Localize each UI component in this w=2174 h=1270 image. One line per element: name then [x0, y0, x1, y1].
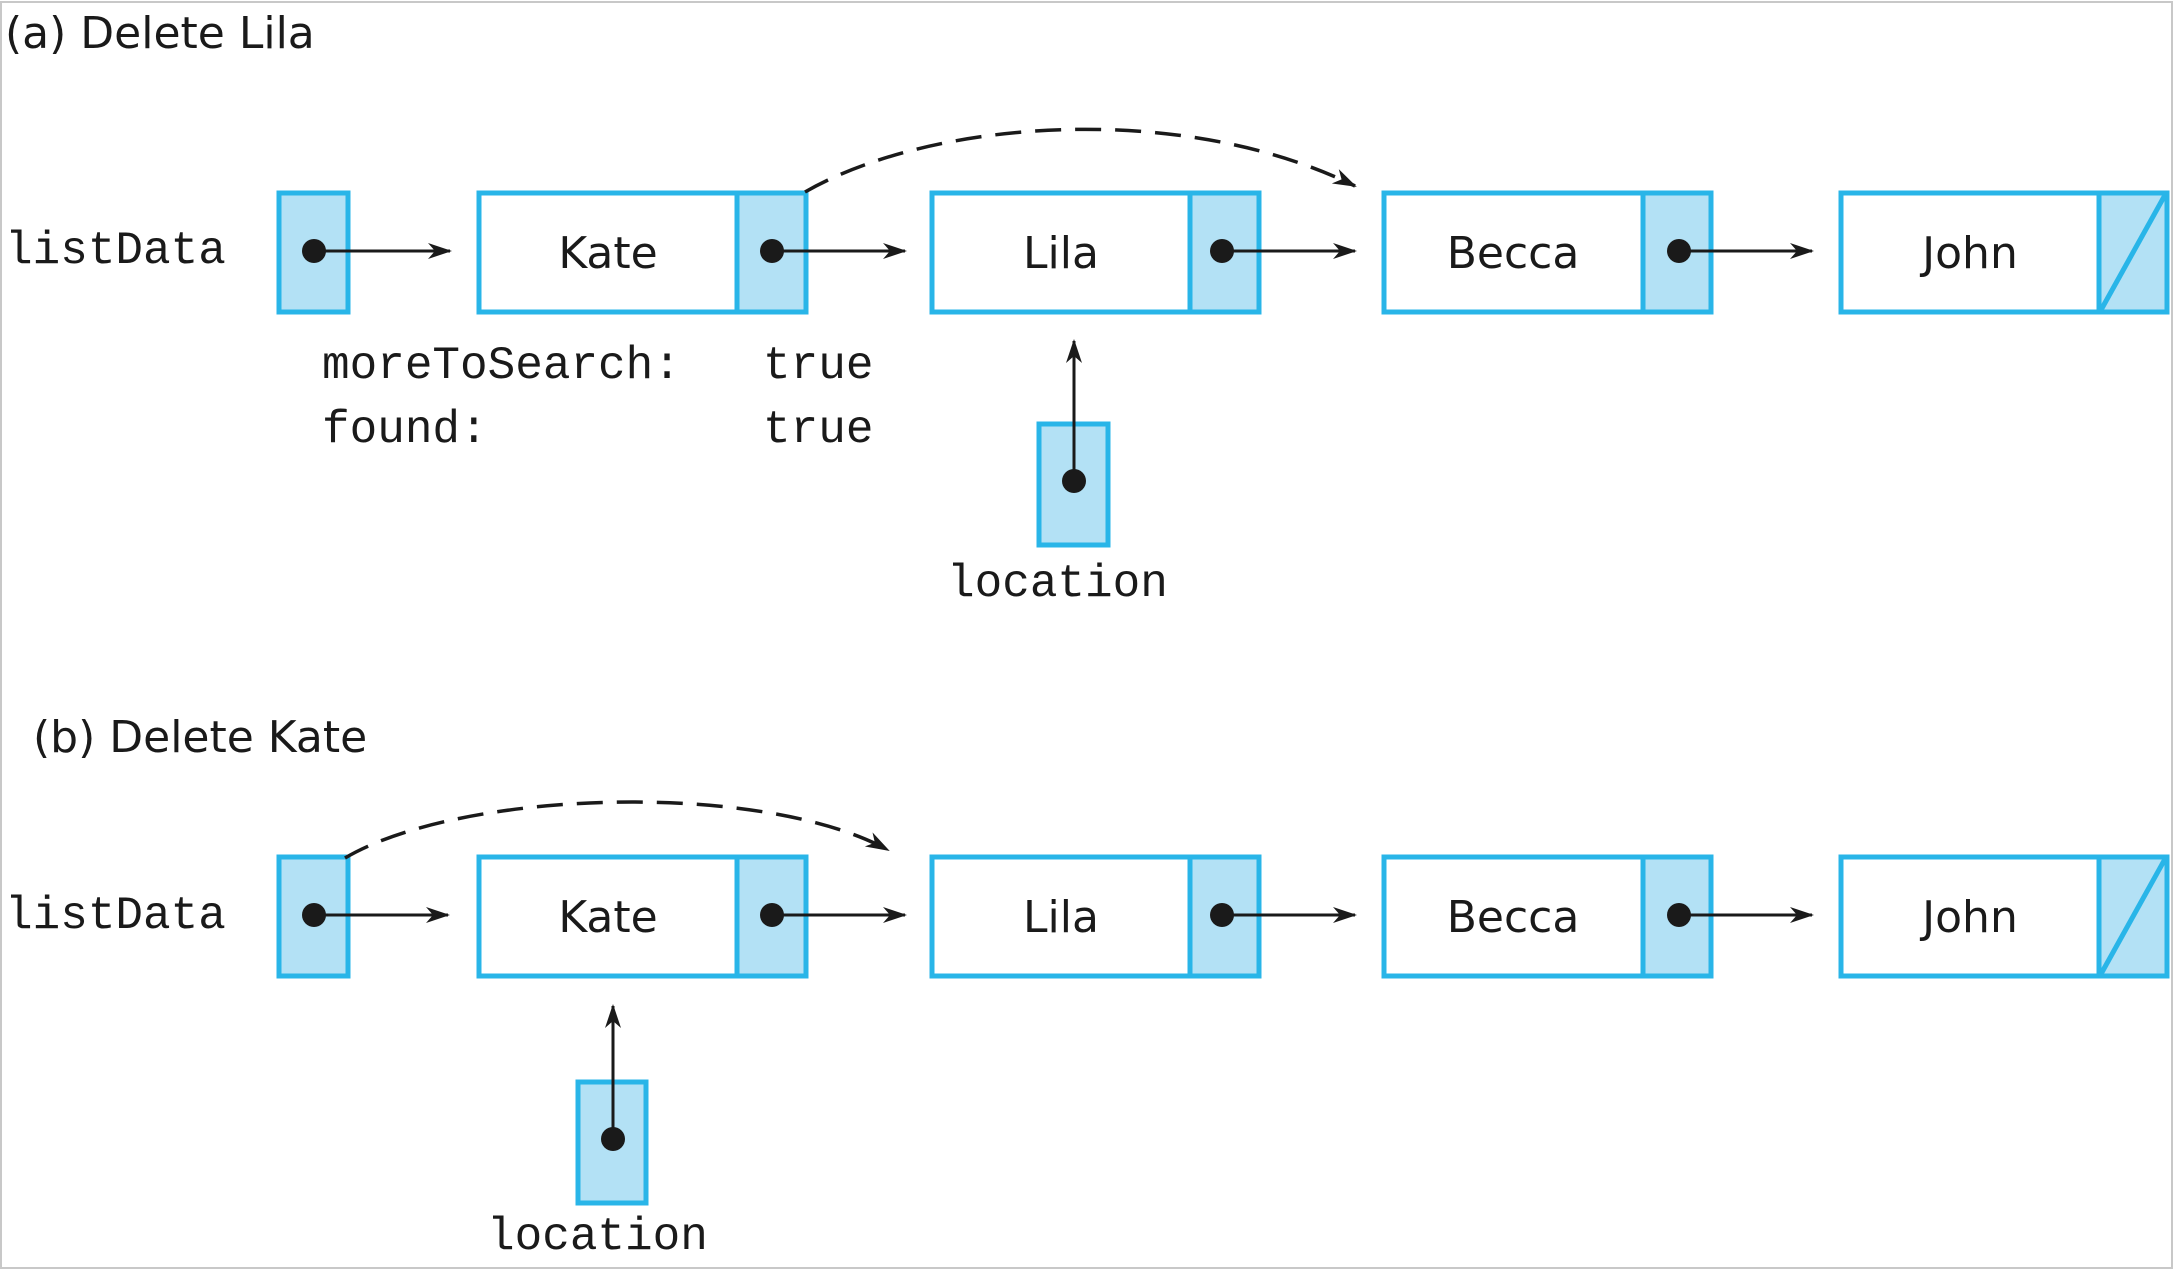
- null-slash: [2098, 193, 2168, 312]
- node-info-text: John: [1919, 228, 2018, 279]
- list-head-label: listData: [5, 890, 226, 942]
- list-node-lila: Lila: [929, 190, 1357, 315]
- list-node-john: John: [1838, 190, 2170, 315]
- node-info-text: Becca: [1447, 228, 1580, 279]
- status-name: found:: [322, 404, 488, 456]
- panel-a-title: (a) Delete Lila: [5, 8, 315, 59]
- panel-b: (b) Delete Kate listData Kate Lila Becca: [5, 712, 2170, 1263]
- status-value: true: [763, 340, 873, 392]
- node-info-text: Lila: [1023, 228, 1099, 279]
- node-info-box: [929, 854, 1193, 979]
- panel-a: (a) Delete Lila listData Kate Lila Becca: [5, 8, 2170, 610]
- node-info-box: [1381, 190, 1646, 315]
- node-info-box: [1838, 854, 2102, 979]
- list-node-kate: Kate: [476, 190, 907, 315]
- node-info-text: John: [1919, 892, 2018, 943]
- status-name: moreToSearch:: [322, 340, 681, 392]
- list-node-lila: Lila: [929, 854, 1357, 979]
- list-head-label: listData: [5, 225, 226, 277]
- bypass-arrow: [804, 127, 1357, 194]
- list-node-kate: Kate: [476, 854, 907, 979]
- node-info-box: [476, 854, 740, 979]
- list-node-john: John: [1838, 854, 2170, 979]
- node-info-text: Kate: [558, 892, 657, 943]
- node-info-box: [476, 190, 740, 315]
- list-node-becca: Becca: [1381, 190, 1814, 315]
- panel-b-title: (b) Delete Kate: [33, 712, 367, 763]
- node-info-text: Becca: [1447, 892, 1580, 943]
- bypass-arrow: [344, 800, 890, 860]
- node-info-box: [1381, 854, 1646, 979]
- location-label: location: [487, 1211, 708, 1263]
- null-slash: [2098, 857, 2168, 976]
- location-label: location: [947, 558, 1168, 610]
- list-node-becca: Becca: [1381, 854, 1814, 979]
- status-value: true: [763, 404, 873, 456]
- node-info-text: Kate: [558, 228, 657, 279]
- node-info-text: Lila: [1023, 892, 1099, 943]
